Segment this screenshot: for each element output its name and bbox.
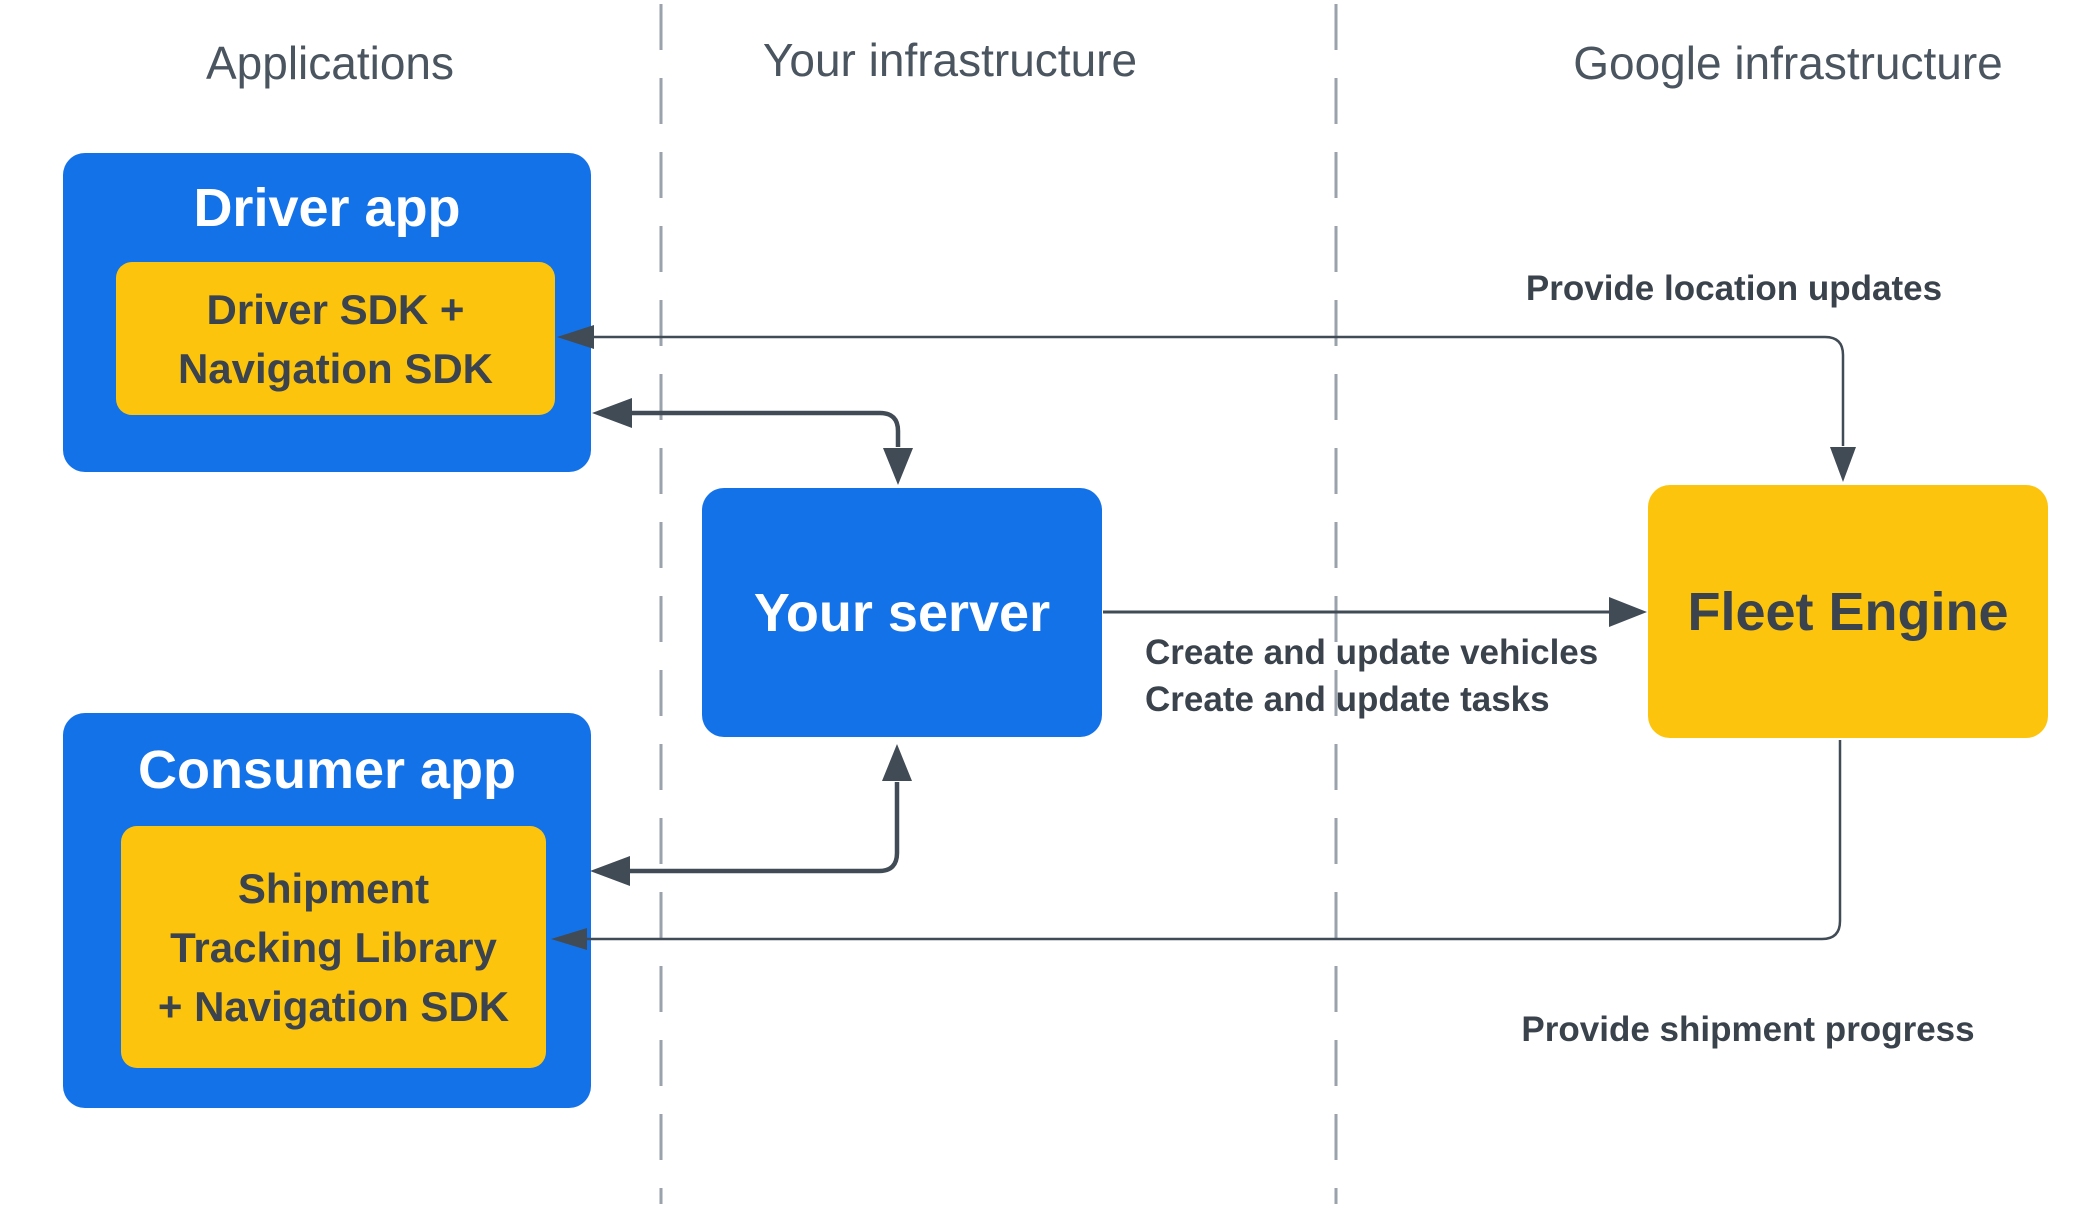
arrowhead-into-driver-app-icon xyxy=(592,398,632,428)
shipment-library-line1: Shipment xyxy=(237,864,430,912)
column-header-applications: Applications xyxy=(205,37,455,89)
driver-app-box: Driver app Driver SDK + Navigation SDK xyxy=(63,153,591,472)
arrowhead-into-your-server-bottom-icon xyxy=(882,744,912,781)
arrow-consumer-app-your-server-shaft xyxy=(628,782,900,874)
your-server-title: Your server xyxy=(753,582,1051,643)
driver-app-title: Driver app xyxy=(193,177,461,238)
arrowhead-into-fleet-engine-left-icon xyxy=(1609,597,1647,627)
shipment-library-line2: Tracking Library xyxy=(170,923,497,971)
your-server-box: Your server xyxy=(702,488,1102,737)
arrow-your-server-fleet-engine xyxy=(1103,597,1647,627)
arrow-provide-shipment-progress-shaft xyxy=(585,740,1842,941)
arrowhead-into-fleet-engine-top-icon xyxy=(1830,447,1856,482)
column-header-your-infrastructure: Your infrastructure xyxy=(762,34,1138,86)
arrowhead-into-consumer-app-icon xyxy=(590,856,630,886)
label-provide-shipment-progress: Provide shipment progress xyxy=(1521,1010,1975,1049)
driver-sdk-box: Driver SDK + Navigation SDK xyxy=(116,262,555,415)
consumer-app-box: Consumer app Shipment Tracking Library +… xyxy=(63,713,591,1108)
column-header-google-infrastructure: Google infrastructure xyxy=(1573,37,2003,89)
arrow-consumer-app-your-server xyxy=(590,744,912,886)
label-provide-location-updates: Provide location updates xyxy=(1525,269,1943,308)
label-create-update-vehicles: Create and update vehicles xyxy=(1145,633,1599,672)
fleet-engine-title: Fleet Engine xyxy=(1687,581,2009,642)
label-create-update-tasks: Create and update tasks xyxy=(1145,680,1550,719)
driver-sdk-line1: Driver SDK + xyxy=(206,285,465,333)
consumer-app-title: Consumer app xyxy=(137,739,517,800)
shipment-library-line3: + Navigation SDK xyxy=(157,982,510,1030)
driver-sdk-line2: Navigation SDK xyxy=(177,344,494,392)
arrow-provide-shipment-progress xyxy=(551,740,1842,950)
shipment-tracking-library-box: Shipment Tracking Library + Navigation S… xyxy=(121,826,546,1068)
arrow-driver-app-your-server-shaft xyxy=(630,410,901,447)
fleet-engine-box: Fleet Engine xyxy=(1648,485,2048,738)
arrow-provide-location-updates-shaft xyxy=(592,335,1845,446)
arrow-driver-app-your-server xyxy=(592,398,913,485)
arrowhead-into-your-server-top-icon xyxy=(883,448,913,485)
arrow-provide-location-updates xyxy=(557,325,1856,482)
